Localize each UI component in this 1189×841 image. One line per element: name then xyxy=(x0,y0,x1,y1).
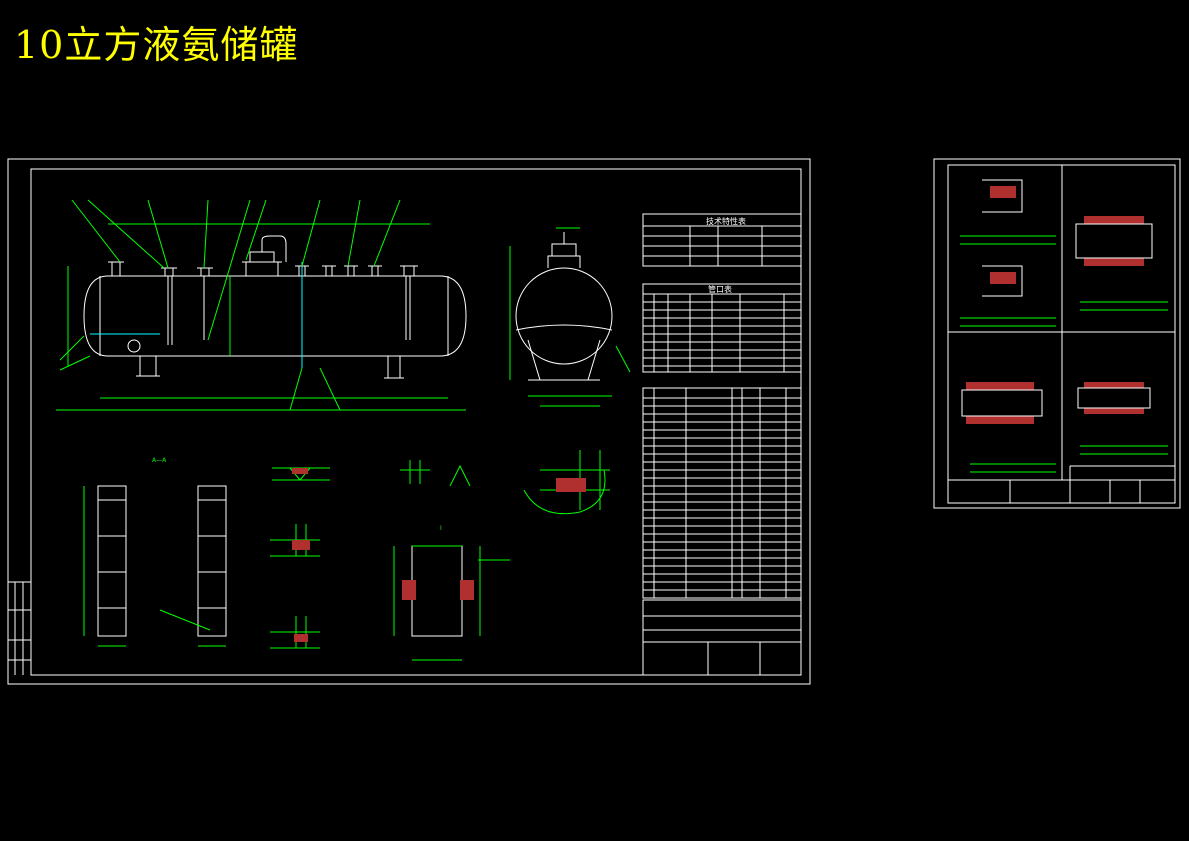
detail-i-label: Ⅰ xyxy=(440,525,442,532)
technical-characteristics-table: 技术特性表 xyxy=(642,213,802,267)
section-aa-label: A—A xyxy=(152,457,167,464)
bill-of-materials xyxy=(642,387,802,676)
vessel-side-view xyxy=(509,227,631,407)
drawing-title: 10立方液氨储罐 xyxy=(14,23,299,67)
nozzle-table-title: 管口表 xyxy=(708,284,732,294)
secondary-sheet xyxy=(933,158,1181,509)
weld-details xyxy=(270,450,610,649)
detail-i: Ⅰ xyxy=(393,525,510,661)
nozzle-table: 管口表 xyxy=(642,283,802,373)
section-aa: A—A xyxy=(83,457,227,647)
tech-table-title: 技术特性表 xyxy=(706,216,746,226)
vessel-elevation-view xyxy=(56,199,467,411)
